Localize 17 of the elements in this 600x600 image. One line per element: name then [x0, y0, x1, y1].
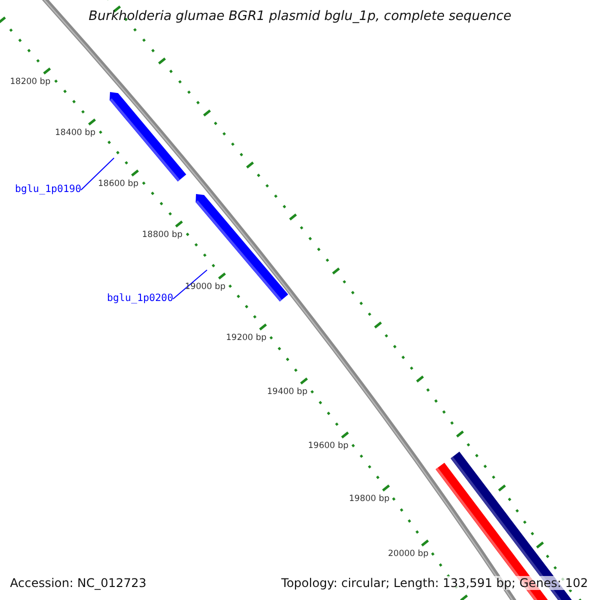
- summary-text: Topology: circular; Length: 133,591 bp; Genes: 102: [279, 576, 590, 590]
- tick-label: 20000 bp: [388, 549, 429, 559]
- tick-label: 18600 bp: [98, 179, 139, 189]
- accession-text: Accession: NC_012723: [10, 576, 146, 590]
- gene-label: bglu_1p0190: [15, 184, 82, 196]
- tick-label: 19000 bp: [185, 282, 226, 292]
- tick-label: 19200 bp: [226, 333, 267, 343]
- leader-line: [172, 270, 208, 300]
- title: Burkholderia glumae BGR1 plasmid bglu_1p, complete sequence: [88, 9, 512, 24]
- tick-label: 19800 bp: [349, 494, 390, 504]
- leader-line: [80, 158, 114, 190]
- tick-label: 18400 bp: [55, 128, 96, 138]
- tick-label: 19600 bp: [308, 441, 349, 451]
- gene-label: bglu_1p0200: [107, 293, 174, 305]
- tick-label: 18200 bp: [10, 77, 51, 87]
- tick-label: 18800 bp: [142, 230, 183, 240]
- tick-label: 19400 bp: [267, 387, 308, 397]
